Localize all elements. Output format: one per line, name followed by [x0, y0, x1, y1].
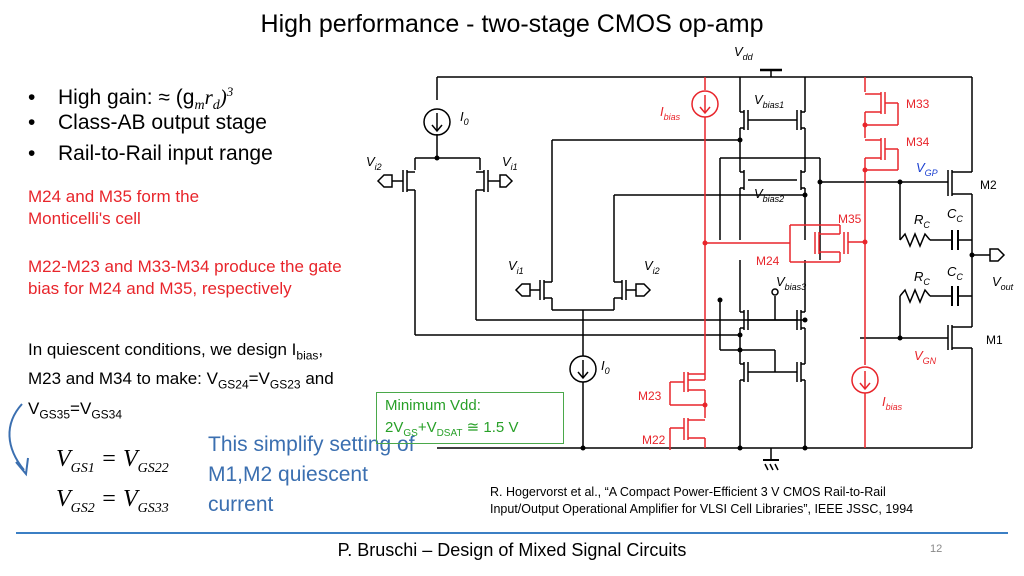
label-vbias1: Vbias1 [754, 92, 784, 110]
label-vout: Vout [992, 274, 1014, 292]
footer-rule [16, 532, 1008, 534]
input-terminal-vi2-bottom [635, 283, 652, 297]
label-cc1: CC [947, 206, 963, 224]
junction-dots [434, 137, 975, 451]
label-m22: M22 [642, 433, 666, 447]
input-terminal-vi1-bottom [514, 283, 531, 297]
equation-vgs1: VGS1 = VGS22 [56, 446, 169, 476]
input-terminal-vi2-top [376, 174, 393, 188]
label-m23: M23 [638, 389, 662, 403]
label-m33: M33 [906, 97, 930, 111]
label-m24: M24 [756, 254, 780, 268]
junction-dots-red [702, 122, 868, 408]
label-vdd: Vdd [734, 44, 754, 62]
circuit-labels: Vdd I0 I0 Ibias Ibias Vbias1 Vbias2 Vbia… [366, 44, 1014, 447]
label-i0-bottom: I0 [601, 358, 610, 376]
label-rc1: RC [914, 212, 930, 230]
bullet-list: •High gain: ≈ (gmrd)3 •Class-AB output s… [28, 76, 273, 169]
note-monticelli: M24 and M35 form the Monticelli's cell [28, 187, 200, 228]
footer-text: P. Bruschi – Design of Mixed Signal Circ… [337, 540, 687, 560]
terminals [376, 174, 1006, 297]
input-terminal-vi1-top [499, 174, 514, 188]
label-m1: M1 [986, 333, 1003, 347]
curved-arrow [8, 403, 29, 477]
label-vbias2: Vbias2 [754, 186, 784, 204]
slide-title: High performance - two-stage CMOS op-amp [260, 10, 764, 38]
bullet-rail-to-rail: •Rail-to-Rail input range [28, 142, 273, 165]
vbias3-terminal [771, 288, 779, 296]
min-vdd-box: Minimum Vdd: 2VGS+VDSAT ≅ 1.5 V [376, 392, 564, 444]
label-vi1-top: Vi1 [502, 154, 518, 172]
reference-citation: R. Hogervorst et al., “A Compact Power-E… [490, 485, 914, 516]
label-i0-top: I0 [460, 109, 469, 127]
simplify-note: This simplify setting of M1,M2 quiescent… [208, 433, 415, 516]
label-vi1-bottom: Vi1 [508, 258, 524, 276]
current-source-i0-top [423, 108, 451, 136]
slide-number: 12 [930, 543, 943, 555]
label-vi2-bottom: Vi2 [644, 258, 660, 276]
label-vbias3: Vbias3 [776, 274, 806, 292]
label-vgp: VGP [916, 160, 938, 178]
equation-vgs2: VGS2 = VGS33 [56, 486, 169, 516]
label-ibias-right: Ibias [882, 394, 903, 412]
note-quiescent: In quiescent conditions, we design Ibias… [28, 340, 334, 422]
bullet-class-ab: •Class-AB output stage [28, 111, 267, 134]
label-rc2: RC [914, 269, 930, 287]
gain-formula: mrd)3 [194, 84, 234, 114]
label-cc2: CC [947, 264, 963, 282]
output-terminal-vout [989, 248, 1006, 262]
label-vgn: VGN [914, 348, 937, 366]
bias-path [669, 77, 899, 450]
label-m35: M35 [838, 212, 862, 226]
label-m2: M2 [980, 178, 997, 192]
label-ibias-left: Ibias [660, 104, 681, 122]
note-gate-bias: M22-M23 and M33-M34 produce the gate bia… [28, 257, 342, 298]
label-m34: M34 [906, 135, 930, 149]
label-vi2-top: Vi2 [366, 154, 382, 172]
bullet-high-gain: •High gain: ≈ (gmrd)3 [28, 84, 234, 114]
current-source-i0-bottom [569, 355, 597, 383]
